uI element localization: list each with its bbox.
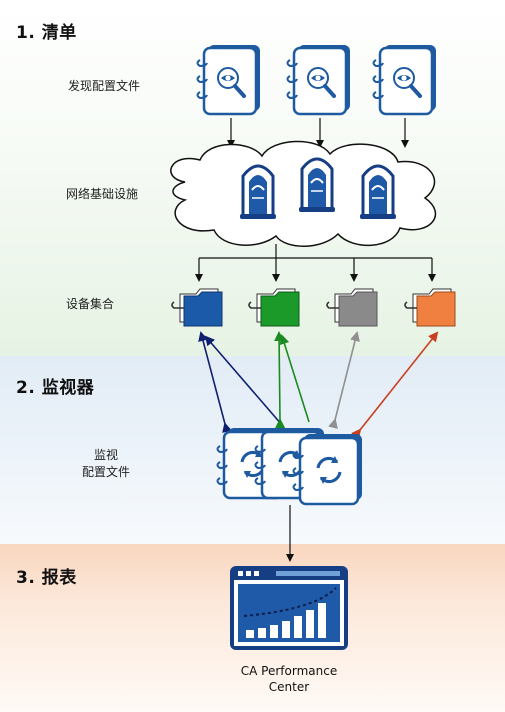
- section-title-monitor: 2. 监视器: [16, 378, 95, 398]
- label-monitoring-profiles: 监视 配置文件: [70, 447, 142, 481]
- section-title-inventory: 1. 清单: [16, 23, 77, 43]
- collection-monitor-links: [198, 331, 439, 440]
- discovery-profile-1: [195, 43, 262, 116]
- report-caption: CA Performance Center: [209, 663, 369, 695]
- label-monitoring: 监视: [93, 448, 118, 462]
- label-profiles: 配置文件: [81, 465, 130, 479]
- monitoring-profile-3: [292, 432, 364, 506]
- label-device-collections: 设备集合: [66, 297, 115, 311]
- network-device-1: [238, 164, 278, 221]
- caption-center: Center: [268, 680, 310, 694]
- device-collection-gray: [326, 288, 378, 327]
- network-device-2: [297, 157, 337, 214]
- discovery-profile-2: [285, 43, 352, 116]
- device-collection-orange: [404, 288, 456, 327]
- label-network-infrastructure: 网络基础设施: [66, 187, 139, 201]
- device-collection-green: [248, 288, 300, 327]
- network-device-3: [358, 164, 398, 221]
- label-discovery-profiles: 发现配置文件: [68, 79, 141, 93]
- ca-performance-center-icon: [230, 566, 348, 650]
- network-to-collections-connector: [195, 244, 436, 282]
- discovery-profile-3: [371, 43, 438, 116]
- caption-ca-performance: CA Performance: [240, 664, 338, 678]
- section-title-report: 3. 报表: [16, 568, 77, 588]
- device-collection-blue: [171, 288, 223, 327]
